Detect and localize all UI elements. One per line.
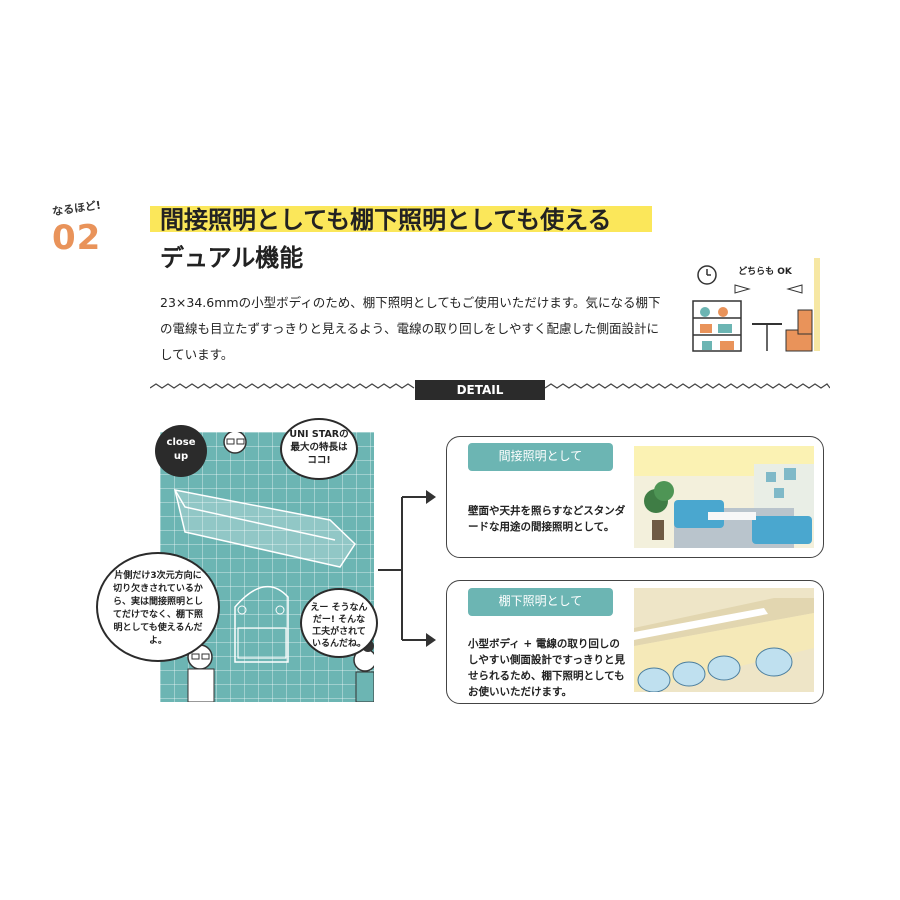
zigzag-divider [150,383,830,389]
card-indirect-text: 壁面や天井を照らすなどスタンダードな用途の間接照明として。 [468,505,626,533]
page-subtitle: デュアル機能 [160,244,304,272]
card-undershelf-text: 小型ボディ + 電線の取り回しのしやすい側面設計ですっきりと見せられるため、棚下… [468,638,625,698]
undershelf-photo [634,588,814,692]
room-photo [634,446,814,548]
badge-number: 02 [52,218,102,258]
closeup-label-2: up [173,451,189,462]
description-text: 23×34.6mmの小型ボディのため、棚下照明としてもご使用いただけます。気にな… [160,295,661,362]
illustration-bubble: どちらも OK [738,267,792,277]
branch-arrows [378,490,436,647]
tag-undershelf: 棚下照明として [468,588,613,616]
tag-indirect: 間接照明として [468,443,613,471]
profile-illustration [174,432,374,702]
closeup-badge: close up [155,425,207,477]
badge-label: なるほど! [51,198,102,219]
closeup-label-1: close [166,437,196,448]
shelf-illustration [692,258,820,352]
speech-bubble-top: UNI STARの最大の特長はココ! [280,418,358,480]
detail-tab: DETAIL [415,380,545,400]
speech-bubble-right: えー そうなんだー! そんな工夫がされているんだね。 [300,588,378,658]
page-title: 間接照明としても棚下照明としても使える [160,206,612,234]
title-highlight [150,206,652,232]
speech-bubble-left: 片側だけ3次元方向に切り欠きされているから、実は間接照明としてだけでなく、棚下照… [96,552,220,662]
